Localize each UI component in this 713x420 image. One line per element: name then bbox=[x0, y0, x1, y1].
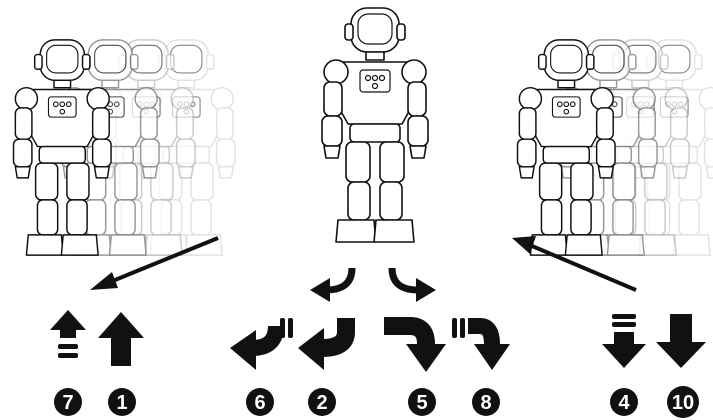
move-forward-diagonal-arrow bbox=[90, 236, 219, 290]
label-10: 10 bbox=[672, 392, 694, 414]
turn-left-small-arrow bbox=[310, 267, 356, 302]
label-1: 1 bbox=[116, 392, 127, 414]
arrow-down-icon bbox=[656, 314, 706, 368]
badge-1: 1 bbox=[108, 388, 136, 416]
badge-6: 6 bbox=[246, 388, 274, 416]
curve-left-double-bar-icon bbox=[230, 318, 293, 370]
label-6: 6 bbox=[254, 392, 265, 414]
label-2: 2 bbox=[316, 392, 327, 414]
label-5: 5 bbox=[416, 392, 427, 414]
badge-7: 7 bbox=[54, 388, 82, 416]
label-8: 8 bbox=[480, 392, 491, 414]
label-4: 4 bbox=[618, 392, 630, 414]
move-backward-diagonal-arrow bbox=[512, 236, 637, 292]
turn-right-small-arrow bbox=[388, 267, 436, 302]
label-7: 7 bbox=[62, 392, 73, 414]
curve-right-double-bar-icon bbox=[452, 318, 510, 370]
badge-2: 2 bbox=[308, 388, 336, 416]
badge-10: 10 bbox=[667, 386, 699, 418]
curve-left-down-icon bbox=[298, 318, 355, 370]
arrow-up-double-bar-icon bbox=[50, 310, 86, 358]
arrow-up-icon bbox=[98, 312, 144, 366]
robot-backward-group bbox=[516, 39, 713, 256]
arrow-down-triple-bar-icon bbox=[602, 314, 646, 368]
badge-5: 5 bbox=[408, 388, 436, 416]
robot-forward-group bbox=[12, 39, 236, 256]
curve-right-down-icon bbox=[384, 317, 446, 372]
badge-4: 4 bbox=[610, 388, 638, 416]
robot-figure-center bbox=[321, 7, 429, 243]
badge-8: 8 bbox=[472, 388, 500, 416]
